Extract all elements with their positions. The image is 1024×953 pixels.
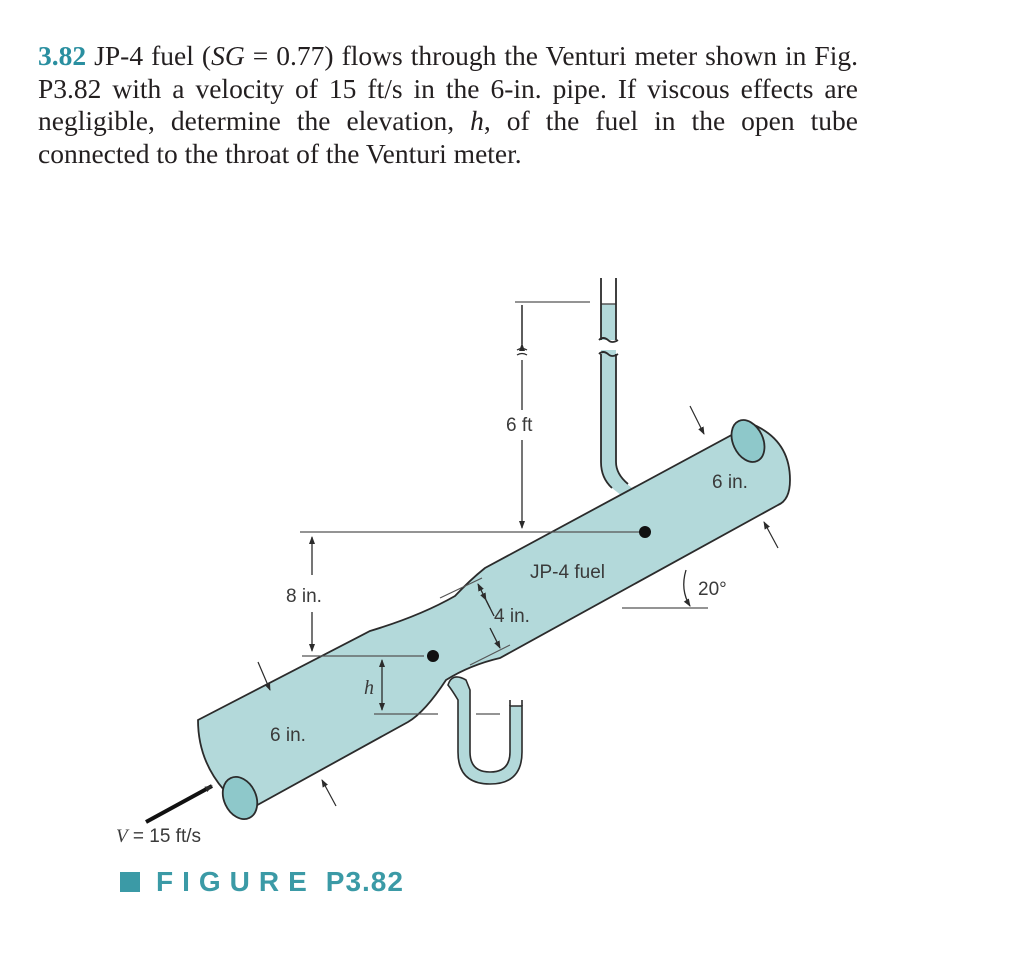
problem-statement: 3.82 JP-4 fuel (SG = 0.77) flows through… [38, 40, 858, 169]
figure-caption: FIGURE P3.82 [120, 866, 404, 898]
label-pipe-dia-bottom: 6 in. [270, 725, 306, 746]
caption-word: FIGURE [156, 866, 316, 897]
label-h: h [364, 677, 374, 699]
point-1 [639, 526, 651, 538]
label-pipe-dia-top: 6 in. [712, 472, 748, 493]
label-fluid: JP-4 fuel [530, 562, 605, 583]
caption-square-icon [120, 872, 140, 892]
caption-number: P3.82 [325, 866, 404, 897]
label-6ft: 6 ft [506, 415, 533, 436]
problem-number: 3.82 [38, 40, 87, 71]
u-tube [447, 676, 523, 785]
open-tube-top [598, 278, 632, 496]
label-angle: 20° [698, 579, 727, 600]
label-velocity: V = 15 ft/s [116, 826, 201, 847]
label-throat-4in: 4 in. [494, 606, 530, 627]
label-8in: 8 in. [286, 586, 322, 607]
point-2 [427, 650, 439, 662]
